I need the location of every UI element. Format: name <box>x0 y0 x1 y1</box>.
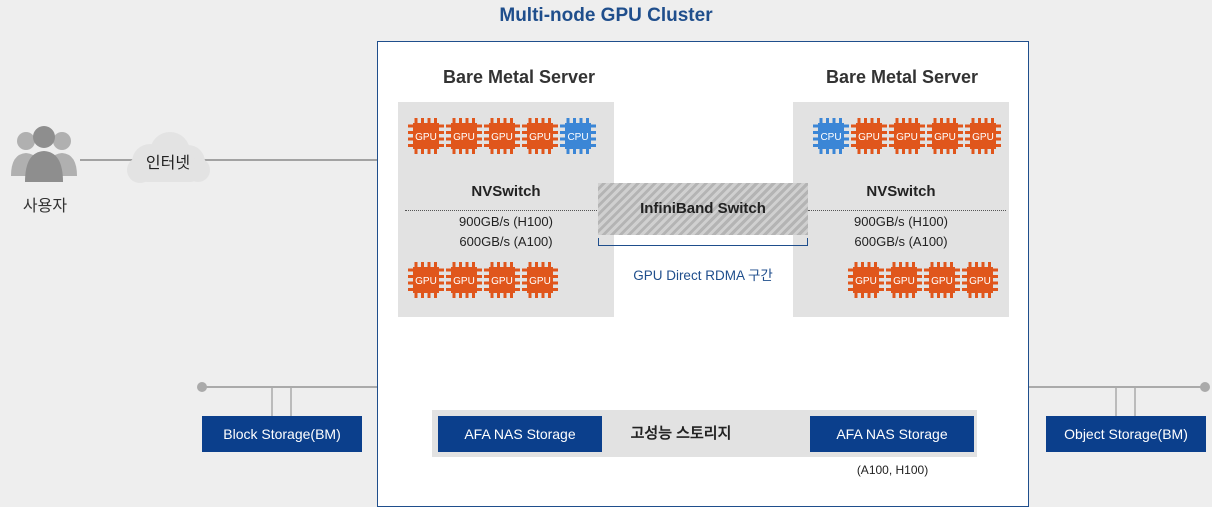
infiniband-switch: InfiniBand Switch <box>598 183 808 235</box>
internet-label: 인터넷 <box>145 155 191 172</box>
svg-text:GPU: GPU <box>893 276 915 287</box>
gpu-icon: GPU <box>924 262 960 298</box>
cloud-icon <box>127 132 210 183</box>
svg-text:CPU: CPU <box>567 132 588 143</box>
gpu-icon: GPU <box>522 262 558 298</box>
svg-text:GPU: GPU <box>855 276 877 287</box>
svg-text:GPU: GPU <box>453 132 475 143</box>
svg-text:GPU: GPU <box>415 276 437 287</box>
afa-nas-storage-left: AFA NAS Storage <box>438 416 602 452</box>
users-icon <box>11 126 77 182</box>
cpu-icon: CPU <box>560 118 596 154</box>
afa-nas-storage-right: AFA NAS Storage <box>810 416 974 452</box>
svg-text:GPU: GPU <box>931 276 953 287</box>
rdma-label: GPU Direct RDMA 구간 <box>633 268 773 283</box>
high-performance-storage-label: 고성능 스토리지 <box>630 425 732 442</box>
gpu-icon: GPU <box>484 262 520 298</box>
cpu-icon: CPU <box>813 118 849 154</box>
server-left-divider <box>405 210 605 211</box>
gpu-icon: GPU <box>851 118 887 154</box>
server-right-nvswitch: NVSwitch <box>866 183 936 200</box>
gpu-icon: GPU <box>927 118 963 154</box>
network-end-right <box>1200 382 1210 392</box>
network-end-left <box>197 382 207 392</box>
svg-text:GPU: GPU <box>491 276 513 287</box>
server-left-spec-a100: 600GB/s (A100) <box>459 234 553 249</box>
server-right-divider <box>808 210 1006 211</box>
gpu-icon: GPU <box>408 262 444 298</box>
server-left-nvswitch: NVSwitch <box>471 183 541 200</box>
gpu-icon: GPU <box>962 262 998 298</box>
gpu-icon: GPU <box>408 118 444 154</box>
block-storage: Block Storage(BM) <box>202 416 362 452</box>
svg-text:GPU: GPU <box>934 132 956 143</box>
server-left-title: Bare Metal Server <box>442 67 596 87</box>
svg-text:GPU: GPU <box>491 132 513 143</box>
server-right-title: Bare Metal Server <box>825 67 979 87</box>
diagram-title: Multi-node GPU Cluster <box>499 5 713 26</box>
svg-text:GPU: GPU <box>415 132 437 143</box>
gpu-icon: GPU <box>446 118 482 154</box>
gpu-icon: GPU <box>886 262 922 298</box>
svg-text:GPU: GPU <box>453 276 475 287</box>
svg-text:GPU: GPU <box>972 132 994 143</box>
gpu-icon: GPU <box>522 118 558 154</box>
gpu-icon: GPU <box>848 262 884 298</box>
svg-text:GPU: GPU <box>896 132 918 143</box>
svg-text:GPU: GPU <box>969 276 991 287</box>
object-storage: Object Storage(BM) <box>1046 416 1206 452</box>
svg-text:CPU: CPU <box>820 132 841 143</box>
svg-text:GPU: GPU <box>529 132 551 143</box>
server-left-spec-h100: 900GB/s (H100) <box>459 214 553 229</box>
svg-text:GPU: GPU <box>529 276 551 287</box>
server-right-spec-h100: 900GB/s (H100) <box>854 214 948 229</box>
svg-text:GPU: GPU <box>858 132 880 143</box>
server-right-spec-a100: 600GB/s (A100) <box>854 234 948 249</box>
gpu-icon: GPU <box>446 262 482 298</box>
gpu-model-note: (A100, H100) <box>856 463 929 477</box>
gpu-icon: GPU <box>484 118 520 154</box>
rdma-bracket <box>598 238 808 246</box>
gpu-icon: GPU <box>965 118 1001 154</box>
user-label: 사용자 <box>22 198 68 215</box>
gpu-icon: GPU <box>889 118 925 154</box>
